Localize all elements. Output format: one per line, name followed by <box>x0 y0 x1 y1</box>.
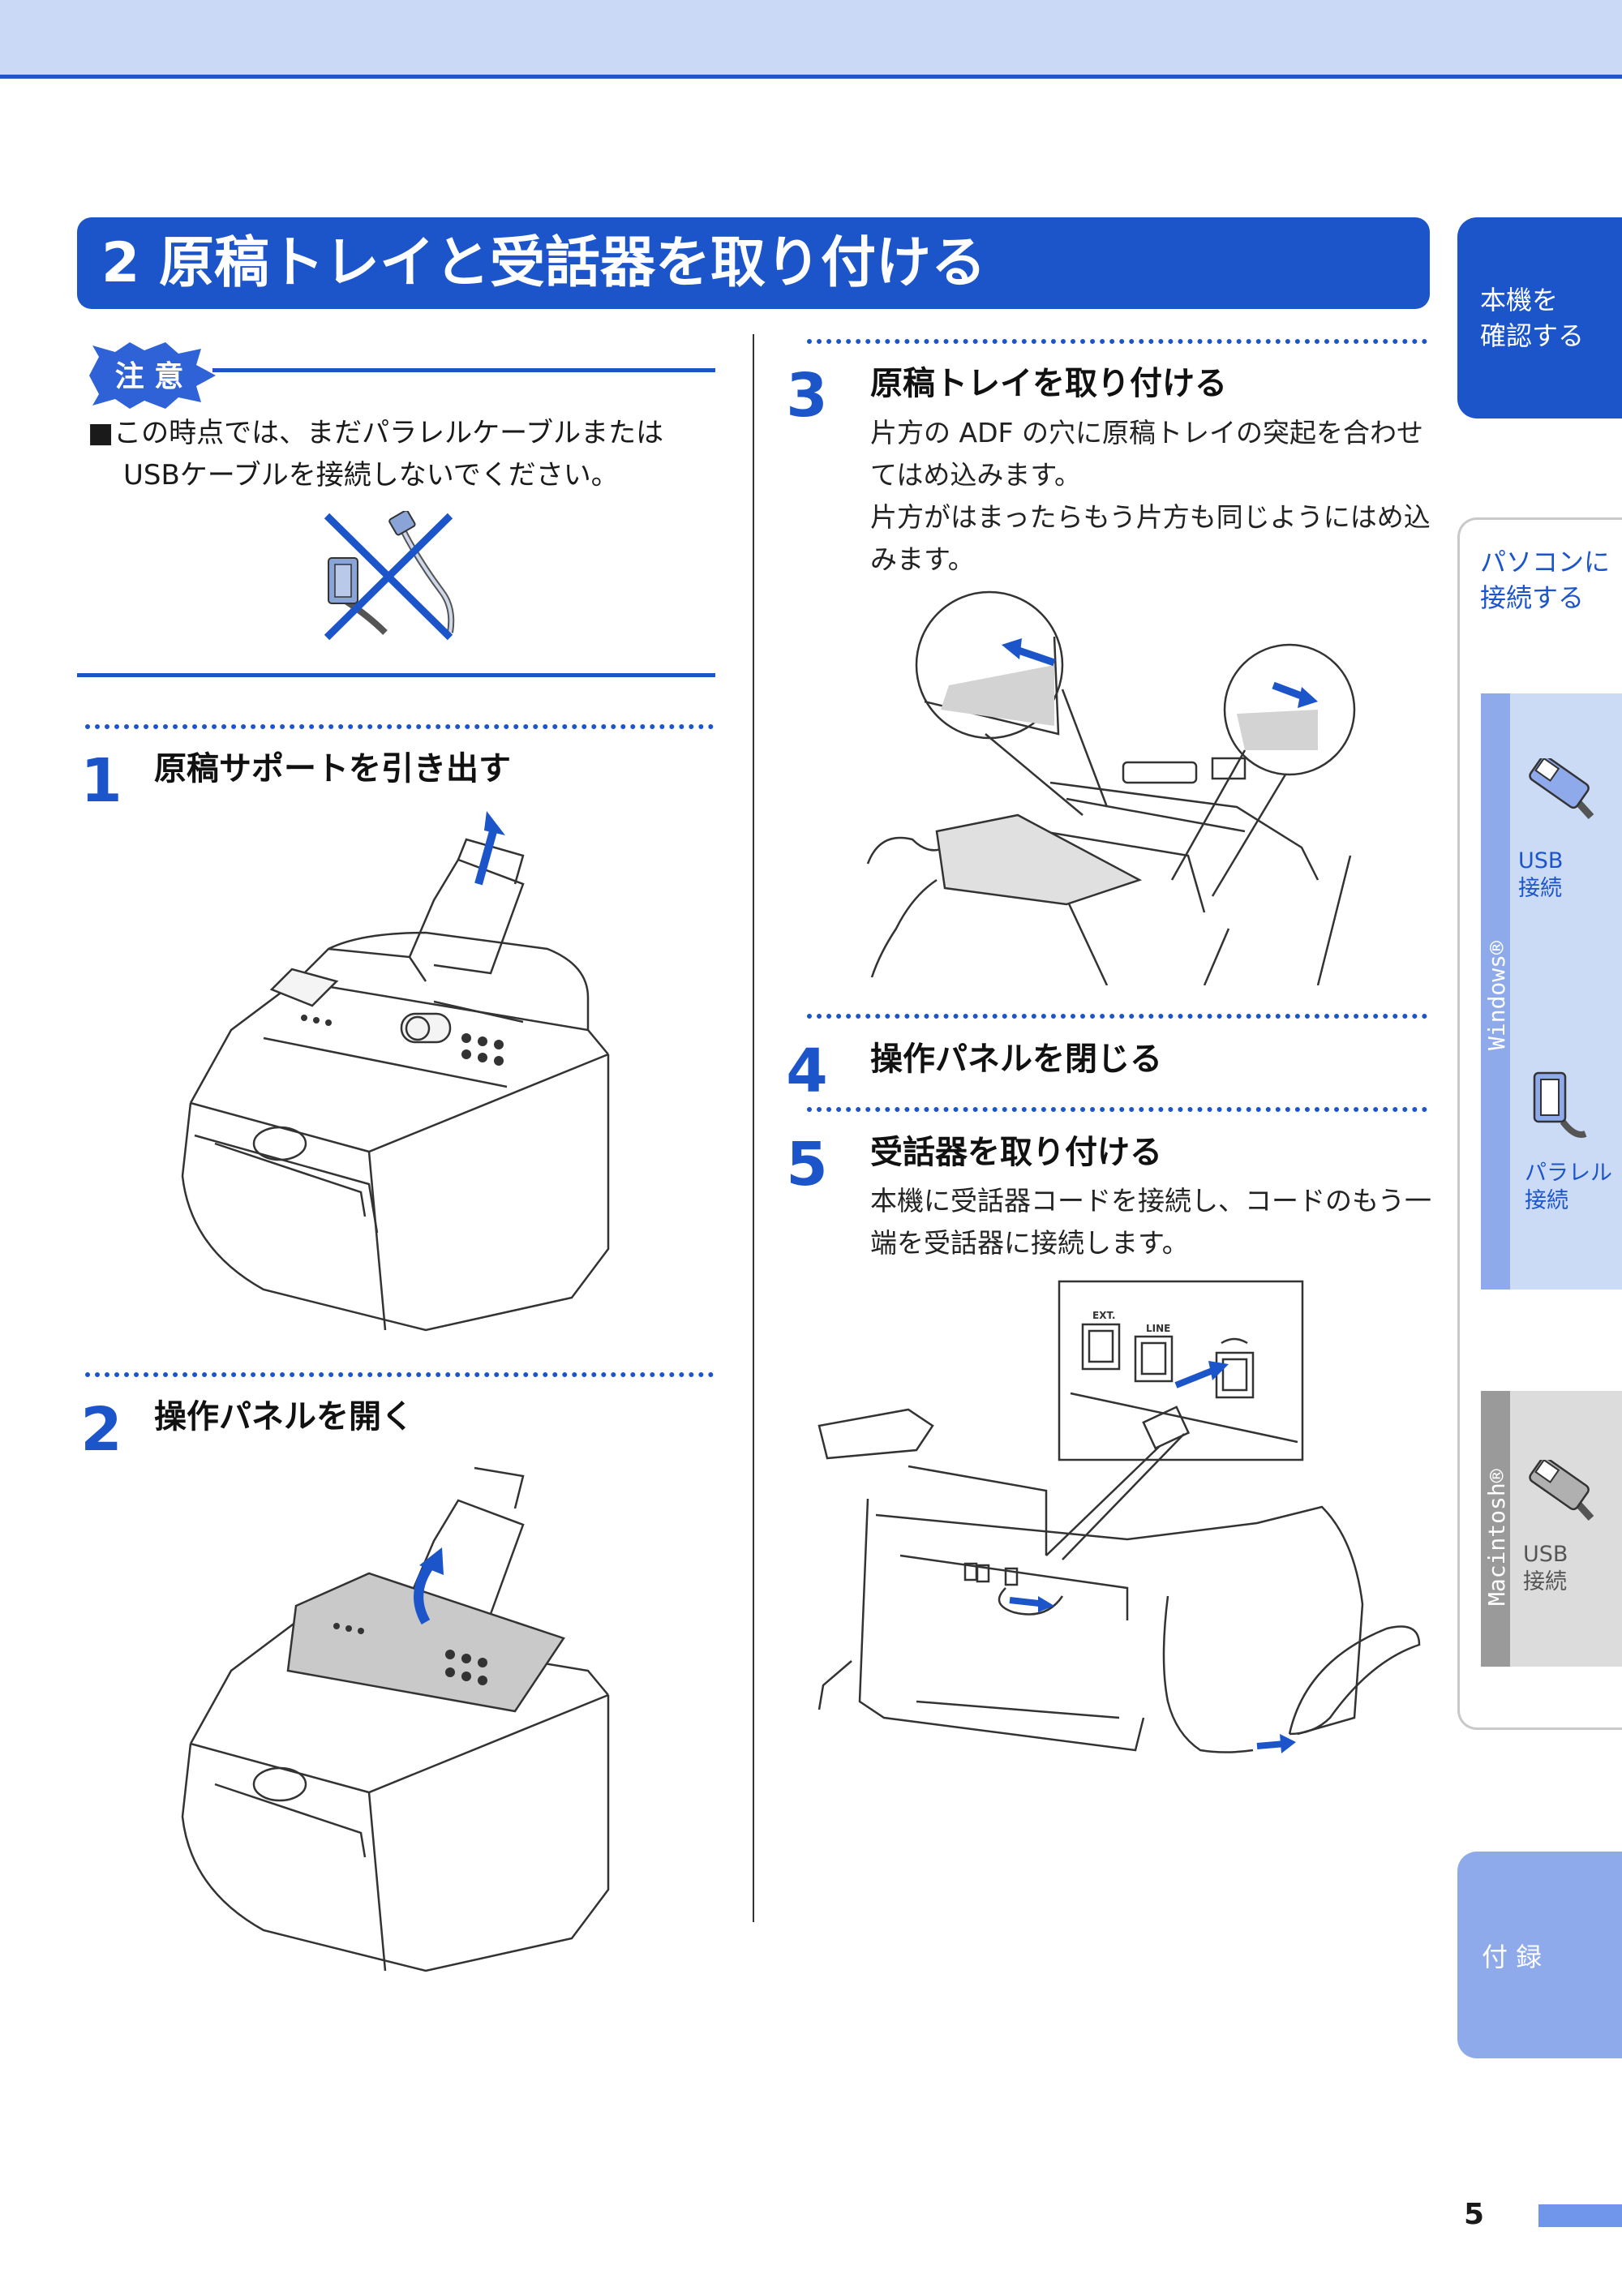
section-title: 2 原稿トレイと受話器を取り付ける <box>101 217 986 309</box>
step-3-body-line-2: てはめ込みます。 <box>870 459 1082 491</box>
step-3-number: 3 <box>786 361 828 426</box>
attach-document-tray-illustration <box>866 590 1356 985</box>
no-cable-illustration <box>324 511 455 641</box>
step-5-number: 5 <box>786 1130 828 1195</box>
caution-badge-icon: 注 意 <box>89 342 216 409</box>
tab-mac-usb[interactable]: USB 接続 <box>1510 1391 1622 1667</box>
step-5-body-line-1: 本機に受話器コードを接続し、コードのもう一 <box>870 1185 1432 1217</box>
step-3-body-line-4: みます。 <box>870 543 975 575</box>
tab-connect-pc-label: パソコンに 接続する <box>1480 547 1611 613</box>
jack-label-ext: EXT. <box>1092 1310 1115 1321</box>
tab-windows-usb[interactable]: USB 接続 <box>1510 693 1622 1006</box>
caution-bottom-rule <box>77 673 715 677</box>
caution-line-2: USBケーブルを接続しないでください。 <box>123 459 619 491</box>
printer-pull-support-illustration <box>181 811 610 1332</box>
windows-group-bar: Windows® <box>1481 693 1510 1290</box>
step-5-dotted-rule <box>807 1107 1427 1112</box>
step-2-dotted-rule <box>85 1372 714 1377</box>
tab-confirm-machine[interactable]: 本機を 確認する <box>1457 217 1622 418</box>
svg-text:1: 1 <box>80 746 122 811</box>
usb-cable-icon <box>1529 758 1594 820</box>
connect-handset-illustration: EXT. LINE <box>817 1280 1421 1753</box>
top-band <box>0 0 1622 79</box>
caution-bullet: ■ <box>88 417 114 449</box>
mac-group-bar: Macintosh® <box>1481 1391 1510 1667</box>
usb-cable-icon <box>1529 1460 1594 1521</box>
step-5-body: 本機に受話器コードを接続し、コードのもう一 端を受話器に接続します。 <box>870 1180 1438 1264</box>
caution-text: ■この時点では、まだパラレルケーブルまたは USBケーブルを接続しないでください… <box>88 412 720 496</box>
step-1-dotted-rule <box>85 724 714 729</box>
mac-label: Macintosh® <box>1483 1469 1510 1606</box>
step-2-title: 操作パネルを開く <box>154 1398 414 1436</box>
windows-label: Windows® <box>1483 941 1510 1050</box>
tab-mac-usb-label: USB 接続 <box>1523 1542 1568 1594</box>
tab-windows-parallel[interactable]: パラレル 接続 <box>1510 1006 1622 1290</box>
step-3-body-line-3: 片方がはまったらもう片方も同じようにはめ込 <box>870 501 1431 533</box>
svg-text:3: 3 <box>786 361 828 426</box>
step-1-number: 1 <box>80 746 122 811</box>
section-title-text: 原稿トレイと受話器を取り付ける <box>159 231 987 295</box>
caution-rule <box>212 368 715 372</box>
svg-text:5: 5 <box>786 1130 828 1195</box>
svg-text:2: 2 <box>80 1395 122 1460</box>
tab-appendix-label: 付 録 <box>1482 1942 1543 1972</box>
step-5-title: 受話器を取り付ける <box>870 1134 1162 1171</box>
step-4-dotted-rule <box>807 1014 1427 1019</box>
step-4-title: 操作パネルを閉じる <box>870 1041 1162 1078</box>
caution-badge-text: 注 意 <box>115 360 184 393</box>
step-4-number: 4 <box>786 1036 828 1101</box>
section-title-bar: 2 原稿トレイと受話器を取り付ける <box>77 217 1430 309</box>
step-3-body-line-1: 片方の ADF の穴に原稿トレイの突起を合わせ <box>870 417 1423 448</box>
page-marker <box>1538 2204 1622 2227</box>
tab-confirm-label: 本機を 確認する <box>1480 285 1585 351</box>
printer-open-panel-illustration <box>181 1466 610 1972</box>
step-3-body: 片方の ADF の穴に原稿トレイの突起を合わせ てはめ込みます。 片方がはまった… <box>870 412 1438 581</box>
svg-text:4: 4 <box>786 1036 828 1101</box>
caution-line-1: この時点では、まだパラレルケーブルまたは <box>114 417 664 449</box>
step-2-number: 2 <box>80 1395 122 1460</box>
step-3-title: 原稿トレイを取り付ける <box>870 365 1227 402</box>
step-1-title: 原稿サポートを引き出す <box>154 750 511 788</box>
tab-windows-usb-label: USB 接続 <box>1518 848 1564 901</box>
column-divider <box>753 334 754 1922</box>
section-number: 2 <box>101 231 140 295</box>
parallel-cable-icon <box>1533 1071 1587 1138</box>
tab-appendix[interactable]: 付 録 <box>1457 1852 1622 2058</box>
tab-windows-parallel-label: パラレル 接続 <box>1525 1161 1612 1213</box>
step-3-dotted-rule <box>807 339 1427 344</box>
jack-label-line: LINE <box>1146 1323 1170 1334</box>
page-number: 5 <box>1464 2198 1485 2231</box>
step-5-body-line-2: 端を受話器に接続します。 <box>870 1227 1189 1259</box>
